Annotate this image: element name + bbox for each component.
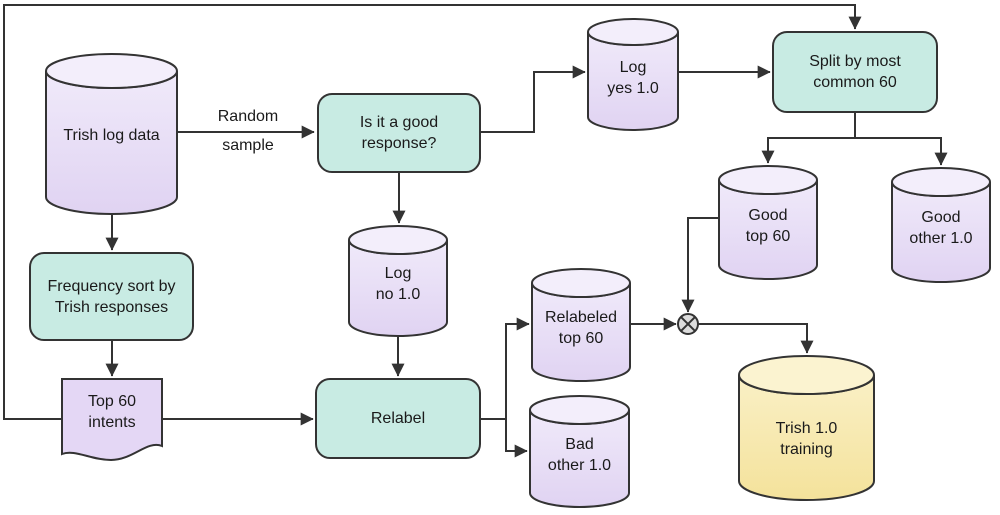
node-log-no: Log no 1.0 <box>348 225 448 337</box>
label-line: Relabel <box>370 410 426 427</box>
node-log-yes: Log yes 1.0 <box>587 18 679 131</box>
node-trish-training: Trish 1.0 training <box>738 355 875 501</box>
label-line: Bad <box>565 435 594 453</box>
document-shape <box>61 378 163 462</box>
node-label: Top 60 intents <box>61 378 163 460</box>
node-is-it-a-good-response: Is it a good response? <box>317 93 481 173</box>
cylinder-shape <box>738 355 875 501</box>
label-line: common 60 <box>813 74 897 91</box>
node-label: Good other 1.0 <box>891 167 991 283</box>
edge-split-to-goodtop <box>761 137 855 164</box>
label-line: Trish 1.0 <box>775 420 838 437</box>
node-relabeled-top-60: Relabeled top 60 <box>531 268 631 382</box>
edge-label-line: Random <box>217 108 279 125</box>
node-trish-log-data: Trish log data <box>45 53 178 215</box>
node-split-by-most-common-60: Split by most common 60 <box>772 31 938 113</box>
node-frequency-sort: Frequency sort by Trish responses <box>29 252 194 341</box>
label-line: Good <box>921 209 961 226</box>
label-line: response? <box>361 135 437 152</box>
label-line: top 60 <box>745 227 791 245</box>
cylinder-shape <box>587 18 679 131</box>
label-line: training <box>780 441 833 458</box>
edge-label-random-sample: Random sample <box>202 106 294 156</box>
node-relabel: Relabel <box>315 378 481 459</box>
label-line: yes 1.0 <box>607 79 659 97</box>
label-line: Good <box>748 206 788 224</box>
label-line: Log <box>384 265 412 282</box>
label-line: Frequency sort by <box>47 277 176 295</box>
edge-top60-to-split-loop <box>3 4 862 420</box>
edge-goodtop-to-merge <box>681 217 718 313</box>
edge-isgood-to-logyes <box>481 65 586 133</box>
label-line: intents <box>88 414 136 431</box>
label-line: Trish log data <box>63 126 160 144</box>
label-line: Top 60 <box>87 393 137 410</box>
node-label: Split by most common 60 <box>774 33 936 111</box>
label-line: Split by most <box>809 53 901 70</box>
cylinder-shape <box>718 165 818 280</box>
node-label: Relabeled top 60 <box>531 268 631 382</box>
node-label: Is it a good response? <box>319 95 479 171</box>
label-line: Relabeled <box>544 309 618 326</box>
node-label: Trish log data <box>45 53 178 215</box>
node-label: Relabel <box>317 380 479 457</box>
node-label: Log yes 1.0 <box>587 18 679 131</box>
edge-label-line: sample <box>222 137 274 154</box>
node-merge-junction <box>676 312 700 336</box>
node-good-other: Good other 1.0 <box>891 167 991 283</box>
node-bad-other: Bad other 1.0 <box>529 395 630 508</box>
node-label: Log no 1.0 <box>348 225 448 337</box>
label-line: Log <box>619 58 647 76</box>
label-line: other 1.0 <box>547 456 612 474</box>
edge-relabel-to-relabeled <box>505 317 530 419</box>
label-line: Is it a good <box>359 114 439 131</box>
node-good-top-60: Good top 60 <box>718 165 818 280</box>
node-label: Frequency sort by Trish responses <box>31 254 192 339</box>
cylinder-shape <box>45 53 178 215</box>
edge-merge-to-training <box>698 323 814 354</box>
node-top-60-intents: Top 60 intents <box>61 378 163 462</box>
label-line: top 60 <box>558 330 604 347</box>
edge-relabel-to-badother <box>505 419 528 458</box>
label-line: other 1.0 <box>909 230 973 247</box>
label-line: no 1.0 <box>375 286 421 303</box>
node-label: Bad other 1.0 <box>529 395 630 508</box>
merge-junction-icon <box>677 313 699 335</box>
cylinder-shape <box>531 268 631 382</box>
cylinder-shape <box>529 395 630 508</box>
label-line: Trish responses <box>54 298 169 316</box>
node-label: Good top 60 <box>718 165 818 280</box>
cylinder-shape <box>348 225 448 337</box>
edge-split-to-goodother <box>855 137 948 166</box>
node-label: Trish 1.0 training <box>738 355 875 501</box>
cylinder-shape <box>891 167 991 283</box>
